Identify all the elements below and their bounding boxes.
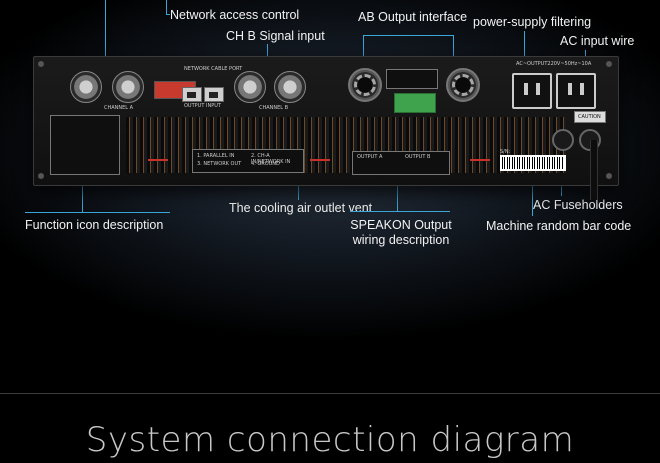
leader-line-ab-output-right — [453, 35, 454, 63]
leader-line-ab-output-h — [363, 35, 453, 36]
speakon-output-b — [446, 68, 480, 102]
label-ground: 4. GROUND — [251, 161, 280, 167]
fuseholder-left — [552, 129, 574, 151]
screw-icon — [38, 173, 44, 179]
leader-line-power-filtering — [524, 31, 525, 69]
callout-function-icon-description: Function icon description — [25, 218, 164, 232]
label-input: INPUT — [206, 103, 221, 109]
label-parallel-in: 1. PARALLEL IN — [197, 153, 235, 159]
label-sn: S/N: — [500, 149, 511, 155]
callout-power-supply-filtering: power-supply filtering — [473, 15, 592, 29]
section-heading: System connection diagram — [85, 420, 575, 460]
screw-icon — [606, 61, 612, 67]
xlr-connector-b-male — [234, 71, 266, 103]
label-channel-b: CHANNEL B — [259, 105, 289, 111]
speakon-wiring-panel: OUTPUT A OUTPUT B — [352, 151, 450, 175]
vent-red-marker — [470, 159, 490, 161]
screw-icon — [606, 173, 612, 179]
callout-ch-b-signal-input: CH B Signal input — [226, 29, 325, 43]
label-network-cable-port: NETWORK CABLE PORT — [184, 66, 243, 72]
label-caution: CAUTION — [578, 114, 601, 120]
green-terminal-block — [394, 93, 436, 113]
label-channel-a: CHANNEL A — [104, 105, 134, 111]
rj45-output-port — [182, 87, 202, 102]
xlr-connector-a-female — [112, 71, 144, 103]
callout-ac-fuseholders: AC Fuseholders — [533, 198, 623, 212]
leader-line-function-v — [82, 178, 83, 212]
xlr-connector-b-female — [274, 71, 306, 103]
parallel-legend-panel: 1. PARALLEL IN 3. NETWORK OUT 2. CH-A IN… — [192, 149, 304, 173]
ac-outlet-right — [556, 73, 596, 109]
leader-line-ab-output-left — [363, 35, 364, 63]
callout-speakon-output: SPEAKON Output wiring description — [346, 218, 456, 248]
leader-line-network-1 — [166, 0, 167, 14]
callout-speakon-output-line1: SPEAKON Output — [350, 218, 452, 232]
callout-speakon-output-line2: wiring description — [352, 233, 450, 247]
leader-line-xlr-a — [105, 0, 106, 62]
label-ch-a-in: 2. CH-A IN/NETWORK IN — [251, 153, 291, 165]
ac-outlet-left — [512, 73, 552, 109]
screw-icon — [38, 61, 44, 67]
label-output: OUTPUT — [184, 103, 205, 109]
ac-power-cable — [590, 140, 598, 200]
rj45-input-port — [204, 87, 224, 102]
amplifier-back-panel: CHANNEL A NETWORK CABLE PORT OUTPUT INPU… — [33, 56, 619, 186]
speakon-output-a — [348, 68, 382, 102]
callout-machine-random-bar-code: Machine random bar code — [486, 219, 632, 233]
leader-line-speakon-v — [397, 175, 398, 211]
xlr-connector-a-male — [70, 71, 102, 103]
caution-label: CAUTION — [574, 111, 606, 123]
vent-red-marker — [310, 159, 330, 161]
section-divider — [0, 393, 660, 394]
output-wiring-legend — [386, 69, 438, 89]
callout-ac-input-wire: AC input wire — [560, 34, 635, 48]
label-ac-voltage: AC~OUTPUT220V~50Hz~10A — [516, 61, 592, 67]
vent-red-marker — [148, 159, 168, 161]
leader-line-network-2 — [166, 14, 170, 15]
leader-line-barcode — [532, 170, 533, 216]
label-network-out: 3. NETWORK OUT — [197, 161, 242, 167]
label-output-a: OUTPUT A — [357, 154, 383, 160]
callout-network-access-control: Network access control — [170, 8, 300, 22]
serial-barcode — [500, 155, 566, 171]
label-output-b: OUTPUT B — [405, 154, 431, 160]
callout-cooling-air-outlet-vent: The cooling air outlet vent — [229, 201, 373, 215]
leader-line-function-h — [25, 212, 170, 213]
leader-line-speakon-h — [350, 211, 450, 212]
callout-ab-output-interface: AB Output interface — [358, 10, 468, 24]
function-icon-panel — [50, 115, 120, 175]
